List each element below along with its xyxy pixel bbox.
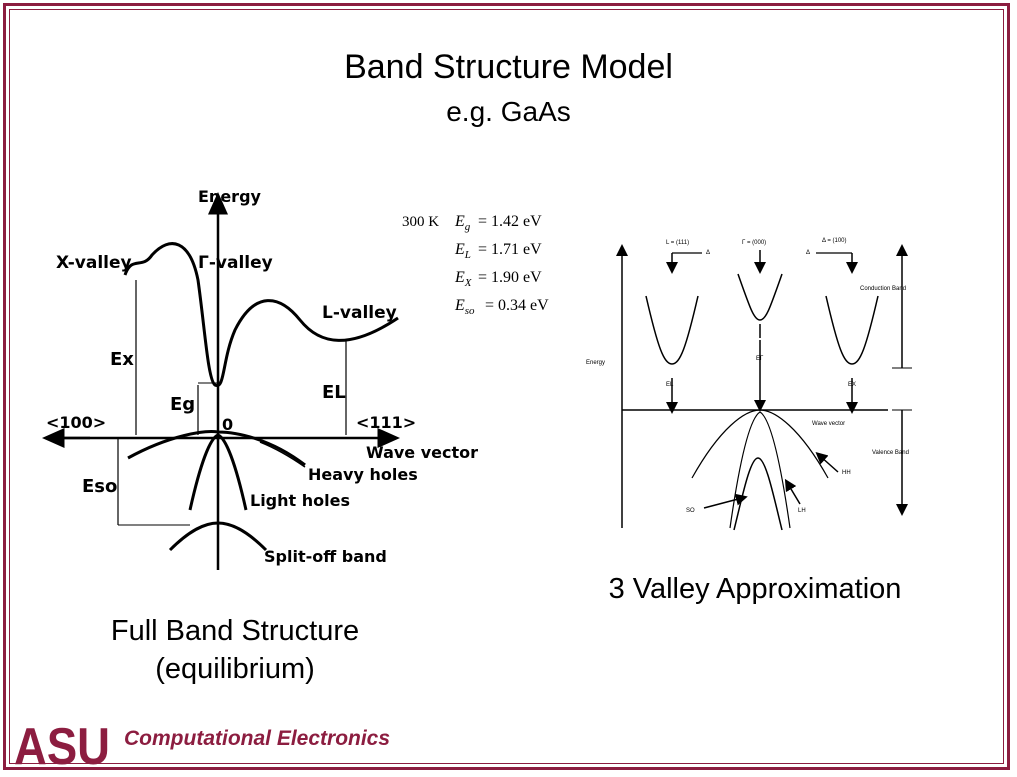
ex-label: Ex	[110, 349, 134, 370]
wave-vector-label: Wave vector	[366, 443, 478, 462]
eg-label: Eg	[170, 394, 195, 415]
temperature-label: 300 K	[402, 214, 439, 230]
va-wave-label: Wave vector	[812, 421, 845, 427]
caption-left-line2: (equilibrium)	[155, 653, 315, 685]
va-lh-label: LH	[798, 508, 806, 514]
slide-frame-inner	[9, 9, 1004, 764]
eso-param-value: = 0.34 eV	[485, 297, 549, 314]
org-name: Computational Electronics	[124, 727, 391, 750]
eso-label: Eso	[82, 476, 117, 497]
va-egamma-label: EΓ	[756, 356, 764, 362]
el-label: EL	[322, 382, 346, 403]
va-ex-label: EX	[848, 382, 856, 388]
va-valence-label: Valence Band	[872, 450, 909, 456]
footer-bar	[112, 767, 1007, 770]
eso-param-symbol: Eso	[454, 297, 475, 317]
eg-param-value: = 1.42 eV	[478, 213, 542, 230]
dir-111-label: <111>	[356, 413, 416, 432]
split-off-curve	[168, 521, 268, 552]
va-lh-pointer	[784, 478, 801, 505]
va-gamma-valley	[737, 273, 783, 321]
va-so-pointer	[703, 493, 748, 509]
el-param-value: = 1.71 eV	[478, 241, 542, 258]
va-x-valley	[825, 295, 879, 365]
ex-param-symbol: EX	[454, 269, 473, 289]
el-param-symbol: EL	[454, 241, 471, 261]
va-delta-dir: Δ = (100)	[822, 238, 847, 244]
va-hh-curve	[691, 409, 829, 479]
svg-text:ASU: ASU	[14, 718, 110, 770]
dir-100-label: <100>	[46, 413, 106, 432]
full-band-structure-diagram: Energy Wave vector <100> <111> 0 X-valle…	[42, 187, 549, 570]
va-l-dir: L = (111)	[666, 240, 689, 246]
caption-left-line1: Full Band Structure	[110, 615, 360, 647]
heavy-holes-curve	[127, 430, 306, 467]
heavy-holes-label: Heavy holes	[308, 465, 418, 484]
conduction-band-curve	[123, 242, 399, 387]
split-off-label: Split-off band	[264, 547, 387, 566]
asu-logo: ASU	[14, 718, 110, 770]
slide-subtitle: e.g. GaAs	[446, 96, 571, 127]
va-hh-pointer	[815, 452, 839, 473]
x-valley-label: X-valley	[56, 253, 132, 273]
va-so-curve	[733, 457, 783, 531]
va-l-valley	[645, 295, 699, 365]
va-conduction-label: Conduction Band	[860, 286, 906, 292]
va-gamma-dir: Γ = (000)	[742, 240, 766, 246]
l-valley-label: L-valley	[322, 303, 397, 323]
energy-axis-label: Energy	[198, 187, 262, 206]
slide-title: Band Structure Model	[344, 48, 673, 86]
light-holes-label: Light holes	[250, 491, 350, 510]
caption-left: Full Band Structure (equilibrium)	[80, 612, 390, 688]
three-valley-diagram: Energy Wave vector L = (111) Γ = (000) Δ…	[586, 238, 912, 531]
va-lh-curve	[729, 411, 791, 529]
va-delta-left: Δ	[706, 250, 710, 256]
zero-label: 0	[222, 415, 233, 434]
light-holes-curve	[188, 433, 248, 511]
heavy-holes-pointer	[259, 441, 306, 468]
va-el-label: EL	[666, 382, 674, 388]
eg-param-symbol: Eg	[454, 213, 471, 233]
caption-right: 3 Valley Approximation	[608, 573, 902, 605]
va-energy-label: Energy	[586, 360, 605, 366]
ex-param-value: = 1.90 eV	[478, 269, 542, 286]
va-hh-label: HH	[842, 470, 851, 476]
gamma-valley-label: Γ-valley	[198, 253, 273, 273]
va-so-label: SO	[686, 508, 695, 514]
va-delta-right: Δ	[806, 250, 810, 256]
